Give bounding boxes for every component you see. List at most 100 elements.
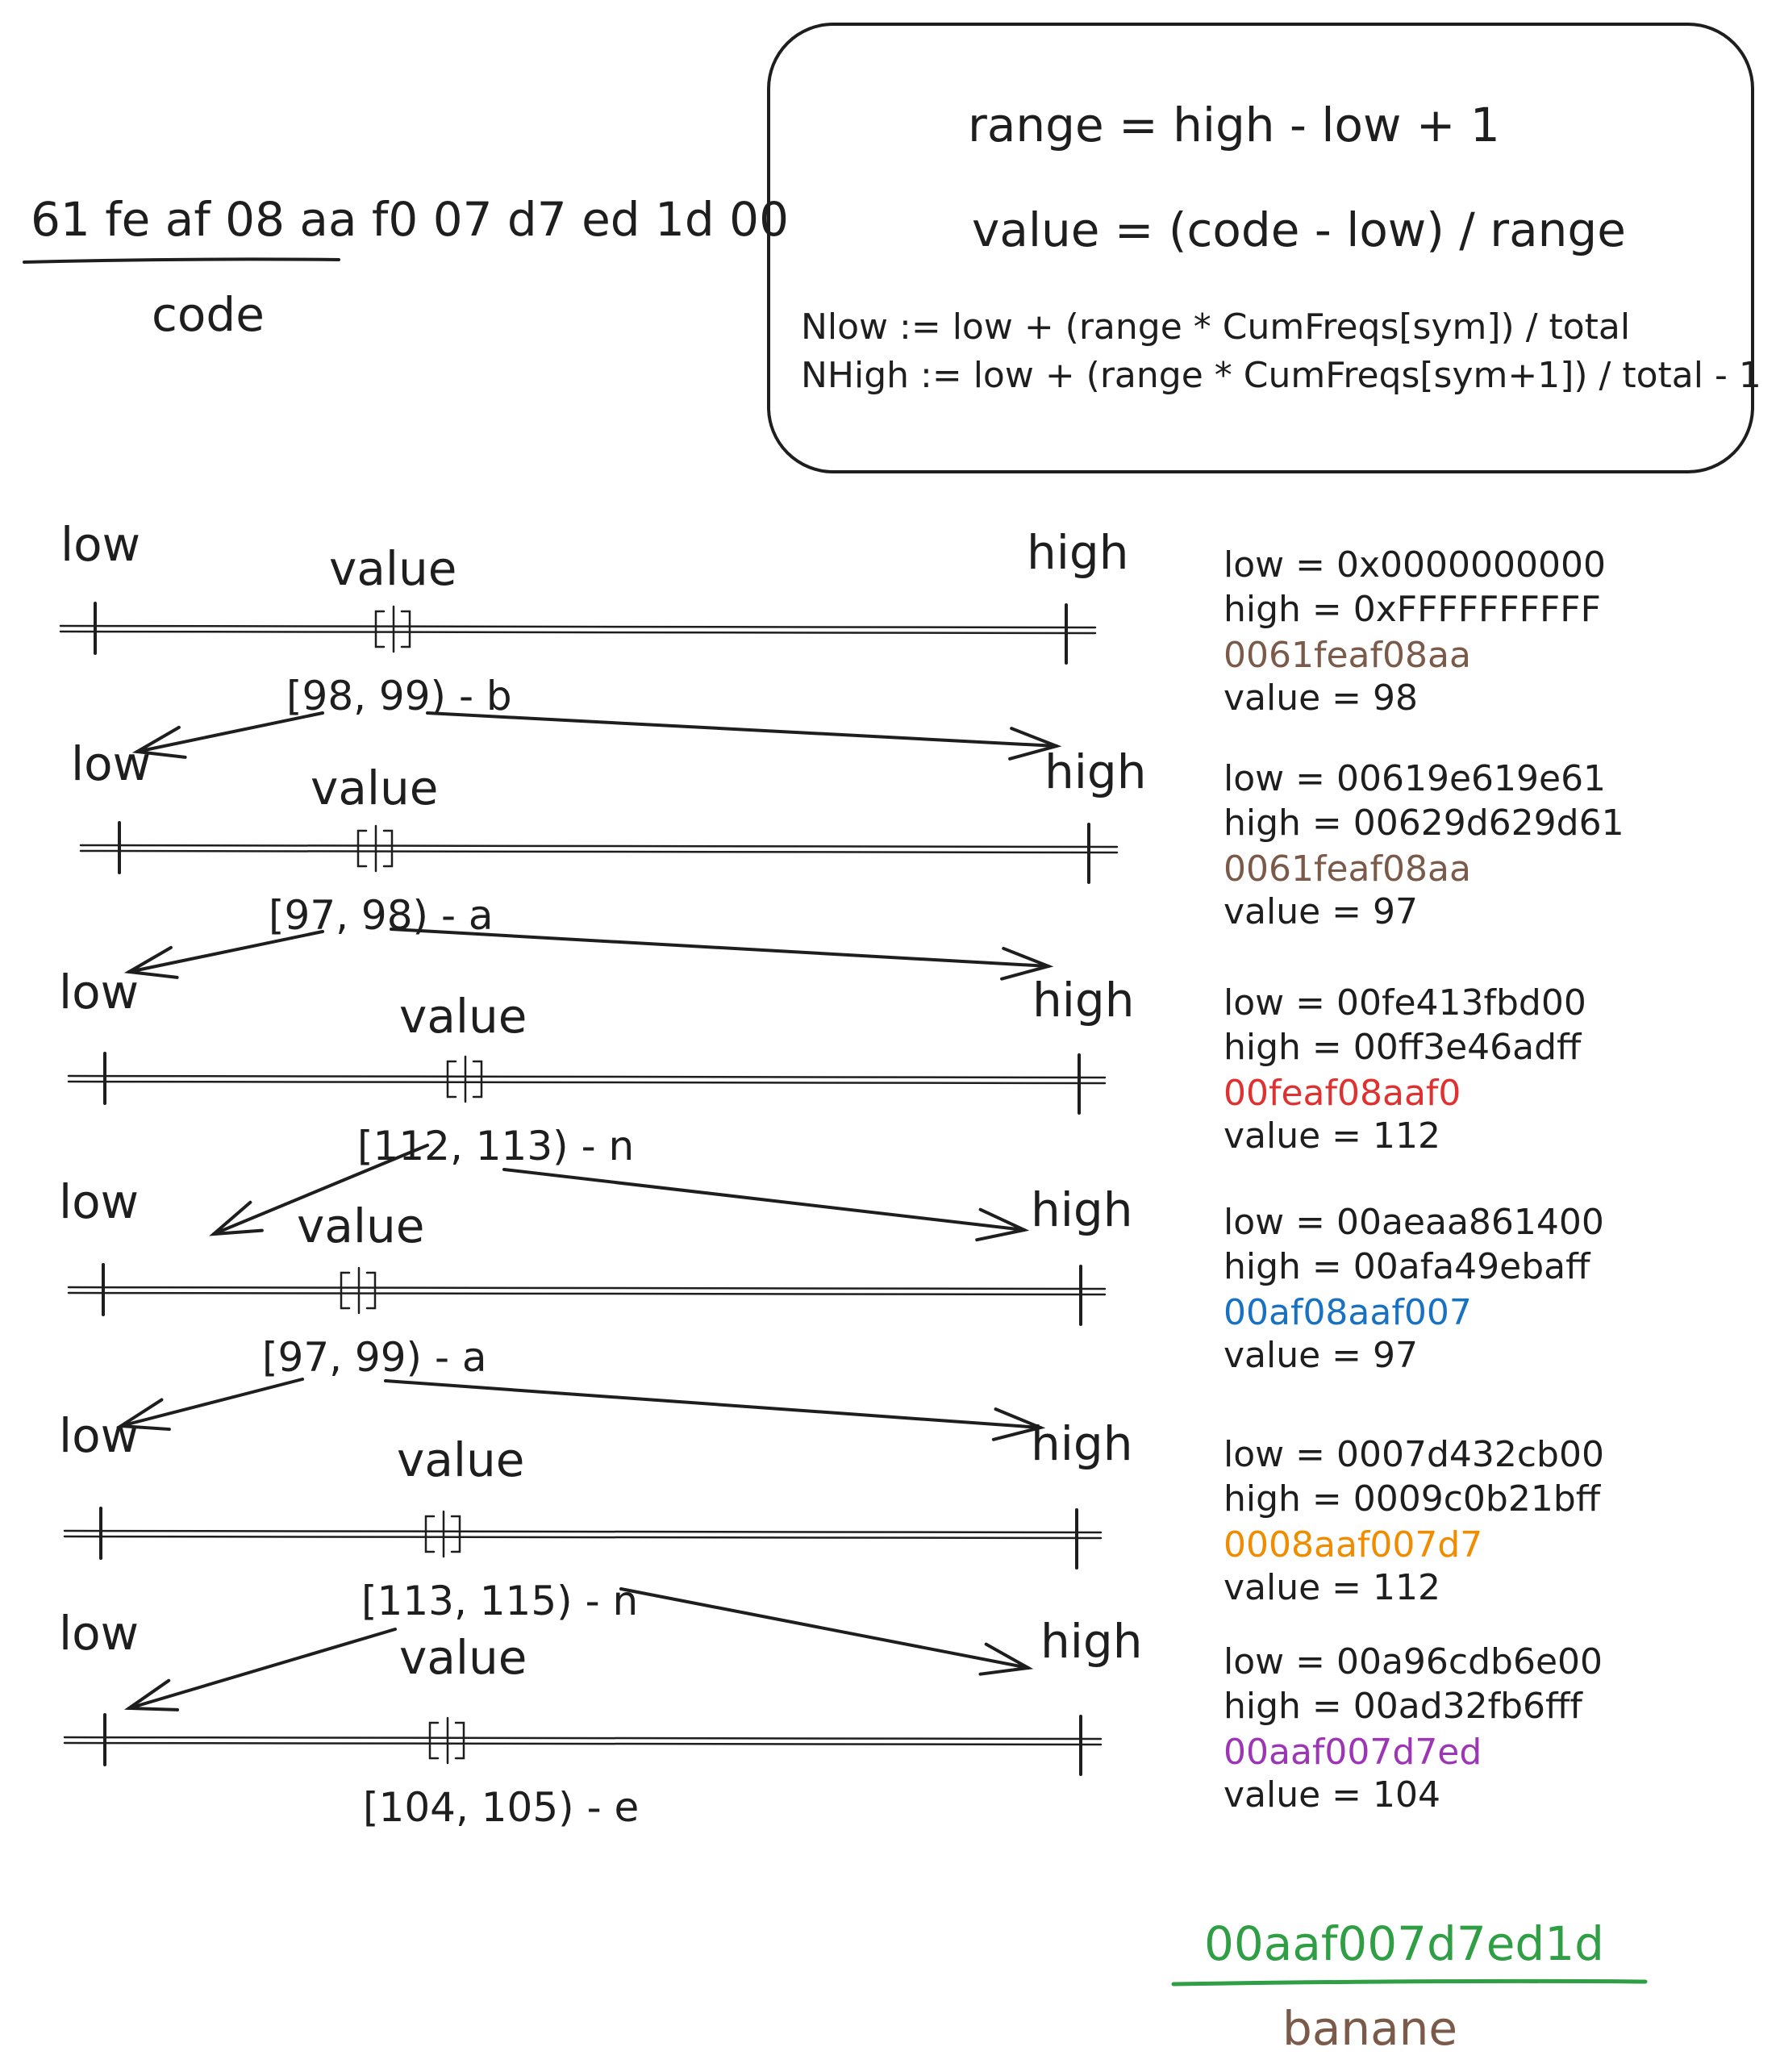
code-window: 0008aaf007d7 xyxy=(1223,1524,1482,1565)
state-high: high = 00629d629d61 xyxy=(1223,803,1624,844)
code-window: 00af08aaf007 xyxy=(1223,1292,1472,1333)
value-label: value xyxy=(311,761,438,815)
value-bracket-right xyxy=(454,1721,465,1760)
low-label: low xyxy=(60,517,140,572)
number-line-shadow xyxy=(67,1080,1107,1085)
code-window: 00aaf007d7ed xyxy=(1223,1732,1482,1773)
state-value: value = 97 xyxy=(1223,1335,1418,1376)
arrow-to-high xyxy=(502,1168,1026,1232)
value-bracket-left xyxy=(374,610,386,648)
range-formula: range = high - low + 1 xyxy=(968,98,1500,152)
state-high: high = 00ff3e46adff xyxy=(1223,1027,1582,1068)
arrow-to-low-head xyxy=(123,945,179,979)
high-label: high xyxy=(1044,744,1146,799)
high-label: high xyxy=(1031,1416,1132,1471)
low-label: low xyxy=(71,736,151,791)
arrow-to-low xyxy=(135,711,324,753)
state-low: low = 00fe413fbd00 xyxy=(1223,982,1586,1023)
arrow-to-high-head xyxy=(1008,727,1062,761)
arrow-to-high-head xyxy=(978,1642,1034,1676)
arrow-to-low-head xyxy=(131,725,187,759)
number-line-shadow xyxy=(63,1741,1103,1746)
state-high: high = 0xFFFFFFFFFF xyxy=(1223,589,1601,630)
arrow-to-low xyxy=(212,1144,429,1236)
arrow-to-low xyxy=(119,1378,304,1428)
value-bracket-right xyxy=(472,1060,483,1099)
arrow-to-low-head xyxy=(123,1678,179,1711)
value-bracket-right xyxy=(365,1271,377,1310)
code-window: 0061feaf08aa xyxy=(1223,635,1471,676)
state-high: high = 0009c0b21bff xyxy=(1223,1478,1602,1520)
interval-label: [97, 98) - a xyxy=(269,892,494,939)
arrow-to-high xyxy=(426,711,1058,748)
number-line xyxy=(63,1529,1103,1534)
number-line-shadow xyxy=(79,849,1119,854)
final-code: 00aaf007d7ed1d xyxy=(1204,1916,1604,1971)
final-code-underline xyxy=(1171,1978,1648,1987)
arrow-to-high-head xyxy=(991,1407,1046,1441)
state-value: value = 112 xyxy=(1223,1115,1440,1157)
formula-box xyxy=(767,23,1754,473)
low-label: low xyxy=(59,1408,139,1463)
value-label: value xyxy=(297,1199,424,1253)
code-bytes: 61 fe af 08 aa f0 07 d7 ed 1d 00 xyxy=(31,192,789,247)
step-3: low value high [112, 113) - n low = 00fe413f… xyxy=(59,965,1586,1242)
step-2: low value high [97, 98) - a low = 00619e619e… xyxy=(71,736,1624,981)
number-line xyxy=(67,1286,1107,1290)
code-window: 00feaf08aaf0 xyxy=(1223,1073,1461,1114)
decoding-steps: low value high [98, 99) - b low = 0x00000000… xyxy=(59,517,1624,1831)
number-line xyxy=(63,1736,1103,1741)
number-line xyxy=(67,1074,1107,1079)
high-label: high xyxy=(1032,973,1134,1028)
value-bracket-right xyxy=(382,829,394,868)
state-value: value = 98 xyxy=(1223,677,1418,719)
interval-label: [113, 115) - n xyxy=(361,1578,638,1624)
nhigh-formula: NHigh := low + (range * CumFreqs[sym+1])… xyxy=(801,355,1761,396)
state-value: value = 104 xyxy=(1223,1774,1440,1816)
interval-label: [112, 113) - n xyxy=(357,1123,634,1169)
state-low: low = 00619e619e61 xyxy=(1223,758,1606,799)
state-low: low = 0x0000000000 xyxy=(1223,544,1606,586)
arrow-to-high-head xyxy=(1000,946,1054,981)
interval-label: [97, 99) - a xyxy=(262,1334,487,1381)
value-bracket-left xyxy=(340,1271,351,1310)
high-label: high xyxy=(1031,1182,1132,1237)
value-label: value xyxy=(397,1432,524,1487)
number-line-shadow xyxy=(63,1535,1103,1540)
interval-label: [104, 105) - e xyxy=(363,1784,639,1831)
step-4: low value high [97, 99) - a low = 00aeaa8614… xyxy=(59,1174,1604,1441)
arrow-to-low-head xyxy=(115,1398,171,1432)
state-low: low = 0007d432cb00 xyxy=(1223,1434,1604,1475)
arrow-to-low xyxy=(127,930,324,973)
decoded-word: banane xyxy=(1282,2001,1457,2056)
code-window: 0061feaf08aa xyxy=(1223,848,1471,890)
code-underline xyxy=(23,257,340,264)
value-label: value xyxy=(399,989,527,1044)
high-label: high xyxy=(1040,1614,1142,1669)
arrow-to-high xyxy=(390,928,1050,968)
number-line-shadow xyxy=(59,630,1097,635)
value-bracket-left xyxy=(424,1515,436,1553)
arrow-to-high xyxy=(619,1587,1030,1670)
arrow-to-low xyxy=(127,1628,397,1710)
arrow-to-high-head xyxy=(975,1207,1030,1242)
number-line-shadow xyxy=(67,1291,1107,1296)
state-value: value = 97 xyxy=(1223,891,1418,932)
value-bracket-left xyxy=(428,1721,440,1760)
high-label: high xyxy=(1027,525,1128,580)
value-bracket-right xyxy=(450,1515,461,1553)
step-5: low value high [113, 115) - n low = 0007d432… xyxy=(59,1408,1604,1711)
nlow-formula: Nlow := low + (range * CumFreqs[sym]) / … xyxy=(801,306,1630,348)
state-low: low = 00aeaa861400 xyxy=(1223,1202,1604,1243)
low-label: low xyxy=(59,965,139,1019)
low-label: low xyxy=(59,1606,139,1661)
value-bracket-right xyxy=(400,610,411,648)
value-bracket-left xyxy=(356,829,368,868)
low-label: low xyxy=(59,1174,139,1229)
interval-label: [98, 99) - b xyxy=(286,673,512,719)
state-low: low = 00a96cdb6e00 xyxy=(1223,1641,1603,1682)
state-value: value = 112 xyxy=(1223,1567,1440,1608)
state-high: high = 00ad32fb6fff xyxy=(1223,1686,1583,1727)
